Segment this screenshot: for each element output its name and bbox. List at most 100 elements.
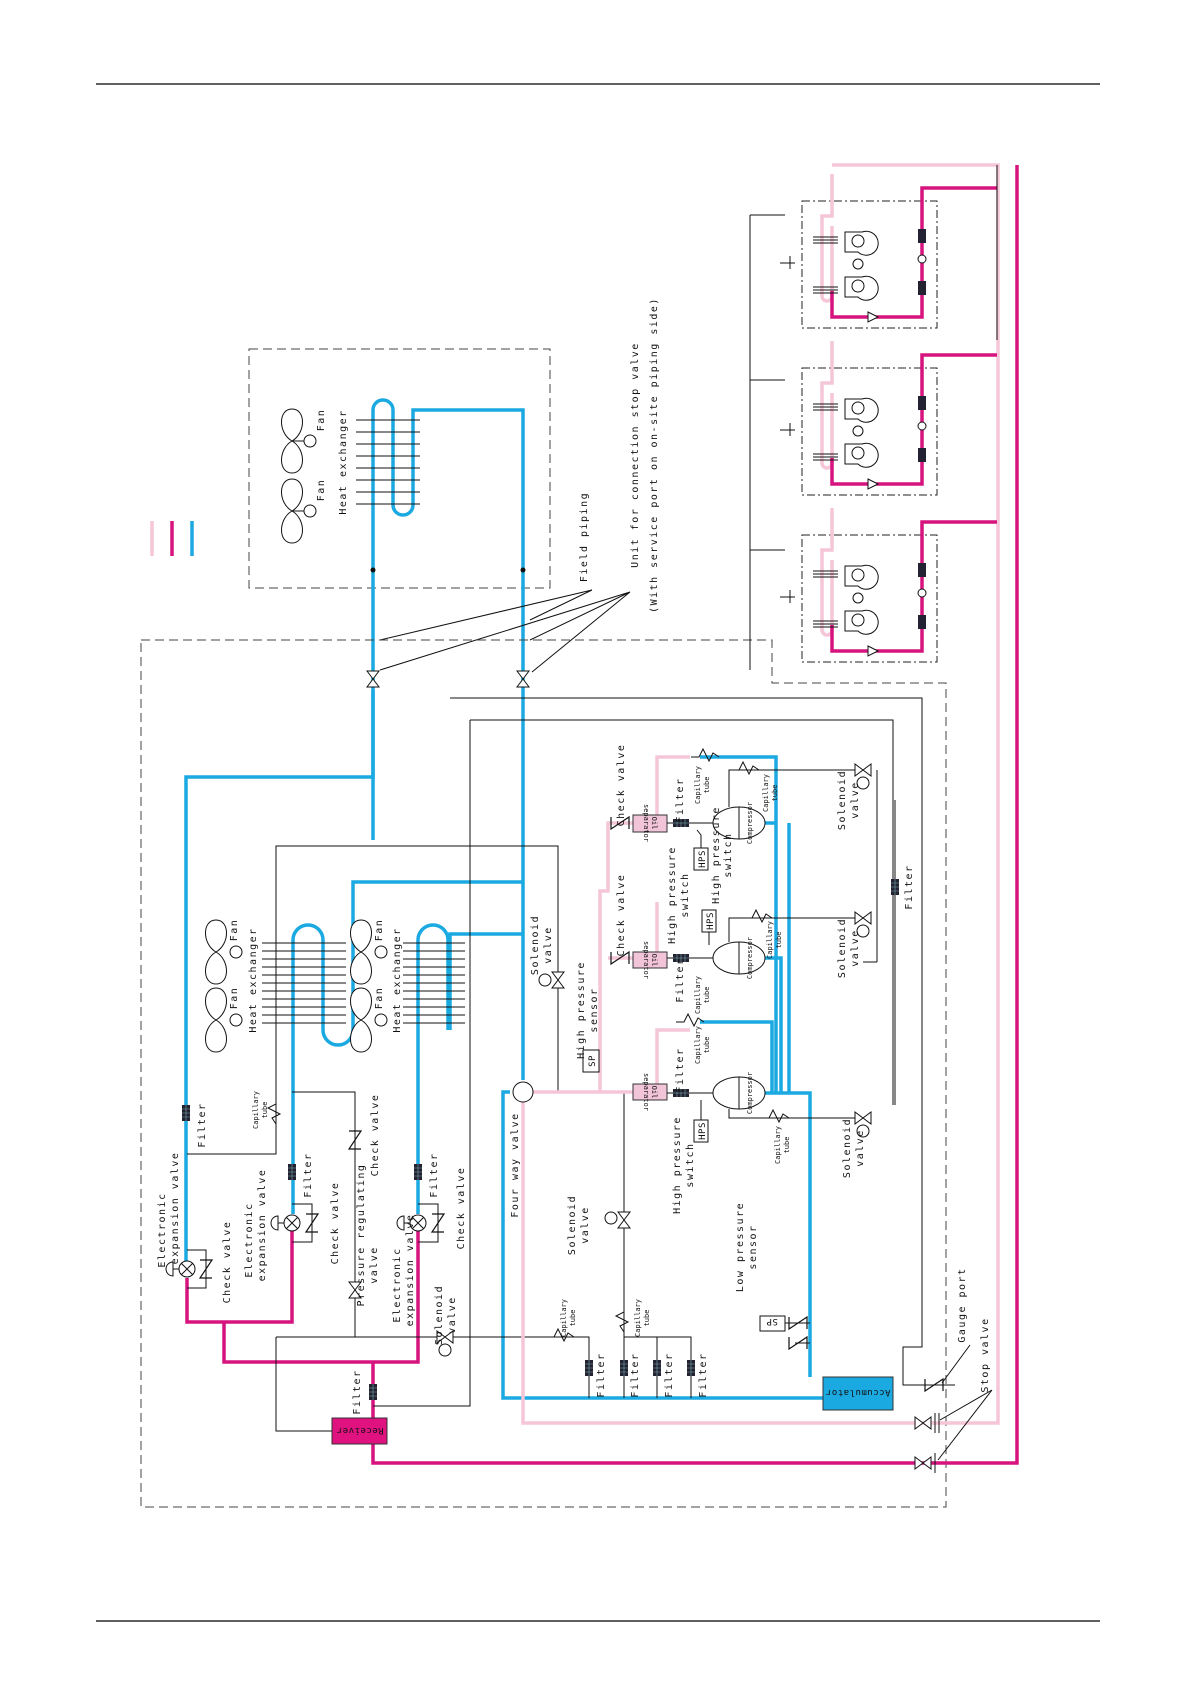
- capillary-label: Capillary: [694, 1026, 702, 1064]
- compressor: [712, 806, 766, 840]
- high-pressure-sensor: [582, 1049, 600, 1073]
- solenoid-coil-icon: [856, 776, 870, 790]
- check-valve-label: Check valve: [330, 1182, 341, 1265]
- drain-icon: [780, 590, 795, 603]
- compressor-label: Compressor: [746, 937, 754, 979]
- filter-icon: [918, 563, 926, 577]
- capillary-tube-icon: [615, 1303, 629, 1333]
- high-pressure-switch: [693, 1100, 709, 1143]
- heat-exchanger-fins: [262, 942, 346, 1024]
- solenoid-label: Solenoid: [530, 915, 541, 975]
- capillary-label: Capillary: [634, 1299, 642, 1337]
- gas-pipe-hx2: [416, 923, 450, 1214]
- hps-label: HPS: [706, 912, 716, 930]
- sp-label: SP: [588, 1055, 598, 1067]
- capillary-label: tube: [775, 932, 783, 949]
- gas-pipe-compressor: [700, 755, 812, 1377]
- stop-valve-icon: [914, 1416, 932, 1430]
- bypass-line: [187, 845, 559, 1155]
- blower-icon: [844, 230, 879, 256]
- capillary-label: Capillary: [762, 774, 770, 812]
- capillary-tube-icon: [675, 1013, 705, 1027]
- pressure-regulating-label: valve: [369, 1246, 380, 1284]
- compressor: [712, 941, 766, 975]
- eev-label: expansion valve: [170, 1152, 181, 1265]
- check-valve-label: Check valve: [370, 1094, 381, 1177]
- gas-pipe-compressor-3: [700, 1020, 774, 1093]
- fan-motor-icon: [229, 945, 388, 1027]
- capillary-tube-icon: [730, 761, 760, 775]
- receiver: [331, 1417, 388, 1445]
- accumulator: [822, 1376, 894, 1411]
- filter-icon: [413, 1163, 423, 1181]
- outdoor-unit-box: [140, 639, 947, 1508]
- stop-valve-icon: [366, 670, 380, 688]
- strainer-icon: [867, 645, 880, 657]
- indoor-coil-fins: [813, 570, 838, 628]
- filter-icon: [652, 1359, 662, 1377]
- oil-separator: [632, 1083, 668, 1101]
- capillary-label: tube: [703, 777, 711, 794]
- blower-icon: [844, 397, 879, 423]
- capillary-label: Capillary: [766, 921, 774, 959]
- check-valve-label: Check valve: [222, 1221, 233, 1304]
- fan-motor-icon: [292, 504, 317, 518]
- gauge-port-label: Gauge port: [957, 1267, 968, 1342]
- solenoid-valve-icon: [854, 911, 872, 925]
- solenoid-coil-icon: [438, 1343, 452, 1357]
- oil-return-lines: [373, 697, 955, 1407]
- filter-label: Filter: [904, 864, 915, 909]
- check-valve-label: Check valve: [456, 1167, 467, 1250]
- hps-label: HPS: [698, 1122, 708, 1140]
- liquid-pipe-left: [185, 1230, 294, 1324]
- capillary-label: tube: [783, 1137, 791, 1154]
- hp-switch-label: switch: [723, 832, 734, 877]
- capillary-tube-icon: [743, 909, 773, 923]
- lp-sensor-label: sensor: [748, 1224, 759, 1269]
- electronic-expansion-valve-icon: [270, 1214, 301, 1232]
- filter-label: Filter: [303, 1152, 314, 1197]
- upper-heat-exchanger: [356, 398, 526, 1080]
- leader-lines: [379, 589, 631, 673]
- check-valve-label: Check valve: [616, 744, 627, 827]
- fan-label: Fan: [316, 409, 327, 432]
- solenoid-label: Solenoid: [842, 1118, 853, 1178]
- indoor-coil-fins: [813, 236, 838, 294]
- check-valve-label: Check valve: [616, 874, 627, 957]
- indoor-fan-motor-icon: [852, 592, 864, 604]
- control-wiring: [749, 165, 998, 670]
- hp-sensor-label: High pressure: [576, 961, 587, 1059]
- filter-label: Filter: [596, 1352, 607, 1397]
- filter-icon: [918, 281, 926, 295]
- indoor-unit: [780, 341, 997, 496]
- solenoid-label: Solenoid: [837, 770, 848, 830]
- capillary-label: Capillary: [774, 1126, 782, 1164]
- solenoid-label: valve: [580, 1206, 591, 1244]
- filter-label: Filter: [664, 1352, 675, 1397]
- upper-heat-exchanger-box: [248, 348, 551, 589]
- hps-label: HPS: [698, 850, 708, 868]
- solenoid-coil-icon: [604, 1211, 618, 1225]
- capillary-label: Capillary: [560, 1299, 568, 1337]
- unit-stop-valve-label: Unit for connection stop valve: [630, 342, 641, 568]
- indoor-unit-box: [801, 367, 938, 496]
- filter-icon: [368, 1383, 378, 1401]
- indoor-unit: [780, 508, 997, 663]
- capillary-label: tube: [261, 1102, 269, 1119]
- discharge-pipe-oil: [655, 755, 690, 1084]
- drain-icon: [780, 256, 795, 269]
- heat-exchanger-label: Heat exchanger: [338, 409, 349, 514]
- leader-lines: [937, 1344, 993, 1461]
- filter-label: Filter: [675, 777, 686, 822]
- high-pressure-switch: [701, 909, 717, 945]
- oil-separator-label: separator: [642, 941, 650, 979]
- blower-icon: [844, 564, 879, 590]
- hp-switch-label: switch: [680, 872, 691, 917]
- indoor-fan-motor-icon: [852, 258, 864, 270]
- filter-label: Filter: [675, 1047, 686, 1092]
- hp-switch-label: High pressure: [672, 1116, 683, 1214]
- fan-label: Fan: [316, 479, 327, 502]
- blower-icon: [844, 442, 879, 468]
- oil-separator-label: Oil: [650, 1086, 658, 1099]
